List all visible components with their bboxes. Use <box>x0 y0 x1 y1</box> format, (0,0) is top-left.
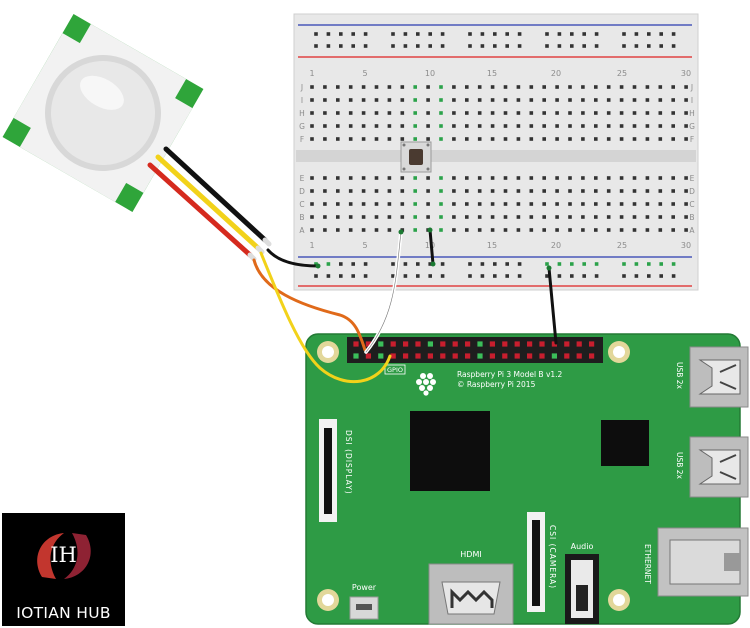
audio-jack <box>565 554 599 624</box>
power-label: Power <box>352 583 377 592</box>
col-label-bottom-1: 1 <box>309 241 314 250</box>
terminal-holes <box>310 85 688 232</box>
usb-port-2 <box>689 436 749 498</box>
ethernet-port <box>657 527 749 597</box>
raspberry-logo-icon <box>416 373 436 396</box>
pir-motion-sensor <box>2 14 204 212</box>
audio-label: Audio <box>571 542 594 551</box>
row-label-g-left: G <box>299 122 305 131</box>
logo-emblem-icon <box>37 533 91 579</box>
wires <box>147 146 558 384</box>
ethernet-label: ETHERNET <box>643 544 652 584</box>
col-label-bottom-20: 20 <box>551 241 561 250</box>
wire-endpoints <box>315 227 552 271</box>
row-label-h-right: H <box>689 109 695 118</box>
row-label-d-right: D <box>689 187 695 196</box>
lan-chip <box>601 420 649 466</box>
row-label-d-left: D <box>299 187 305 196</box>
row-label-b-right: B <box>689 213 694 222</box>
row-label-a-left: A <box>299 226 305 235</box>
hdmi-port <box>428 563 514 625</box>
col-label-top-1: 1 <box>309 69 314 78</box>
col-label-top-5: 5 <box>362 69 367 78</box>
dsi-connector <box>319 419 337 522</box>
row-label-i-right: I <box>691 96 693 105</box>
col-label-top-10: 10 <box>425 69 435 78</box>
hdmi-label: HDMI <box>460 550 481 559</box>
row-label-i-left: I <box>301 96 303 105</box>
col-label-top-25: 25 <box>617 69 627 78</box>
row-label-b-left: B <box>299 213 304 222</box>
usb-label-2: USB 2x <box>675 452 684 480</box>
csi-label: CSI (CAMERA) <box>548 525 557 589</box>
usb-label-1: USB 2x <box>675 362 684 390</box>
row-label-e-left: E <box>300 174 305 183</box>
row-label-f-right: F <box>690 135 694 144</box>
raspberry-pi-board: GPIO Raspberry Pi 3 Model B v1.2 © Raspb… <box>305 333 749 625</box>
col-label-top-30: 30 <box>681 69 691 78</box>
row-label-h-left: H <box>299 109 305 118</box>
iotian-hub-logo: IH IOTIAN HUB <box>2 513 125 626</box>
col-label-bottom-30: 30 <box>681 241 691 250</box>
row-label-e-right: E <box>690 174 695 183</box>
row-label-c-left: C <box>299 200 304 209</box>
row-label-f-left: F <box>300 135 304 144</box>
soc-chip <box>410 411 490 491</box>
col-label-bottom-5: 5 <box>362 241 367 250</box>
gpio-header <box>353 341 595 359</box>
gpio-label: GPIO <box>387 366 403 374</box>
row-label-a-right: A <box>689 226 695 235</box>
rail-holes <box>314 32 676 278</box>
col-label-bottom-15: 15 <box>487 241 497 250</box>
breadboard: 1 5 10 15 20 25 30 1 5 10 15 20 25 30 J … <box>293 13 699 291</box>
micro-usb-power-port <box>349 596 379 620</box>
row-label-j-left: J <box>300 83 303 92</box>
col-label-top-15: 15 <box>487 69 497 78</box>
row-label-j-right: J <box>690 83 693 92</box>
logo-monogram: IH <box>50 543 77 567</box>
row-label-c-right: C <box>689 200 694 209</box>
col-label-bottom-25: 25 <box>617 241 627 250</box>
dsi-label: DSI (DISPLAY) <box>344 430 353 495</box>
usb-port-1 <box>689 346 749 408</box>
pi-model-text: Raspberry Pi 3 Model B v1.2 <box>457 370 563 379</box>
col-label-top-20: 20 <box>551 69 561 78</box>
row-label-g-right: G <box>689 122 695 131</box>
push-button <box>400 141 432 173</box>
logo-name: IOTIAN HUB <box>16 604 111 622</box>
pi-copyright-text: © Raspberry Pi 2015 <box>457 380 536 389</box>
csi-connector <box>527 512 545 612</box>
